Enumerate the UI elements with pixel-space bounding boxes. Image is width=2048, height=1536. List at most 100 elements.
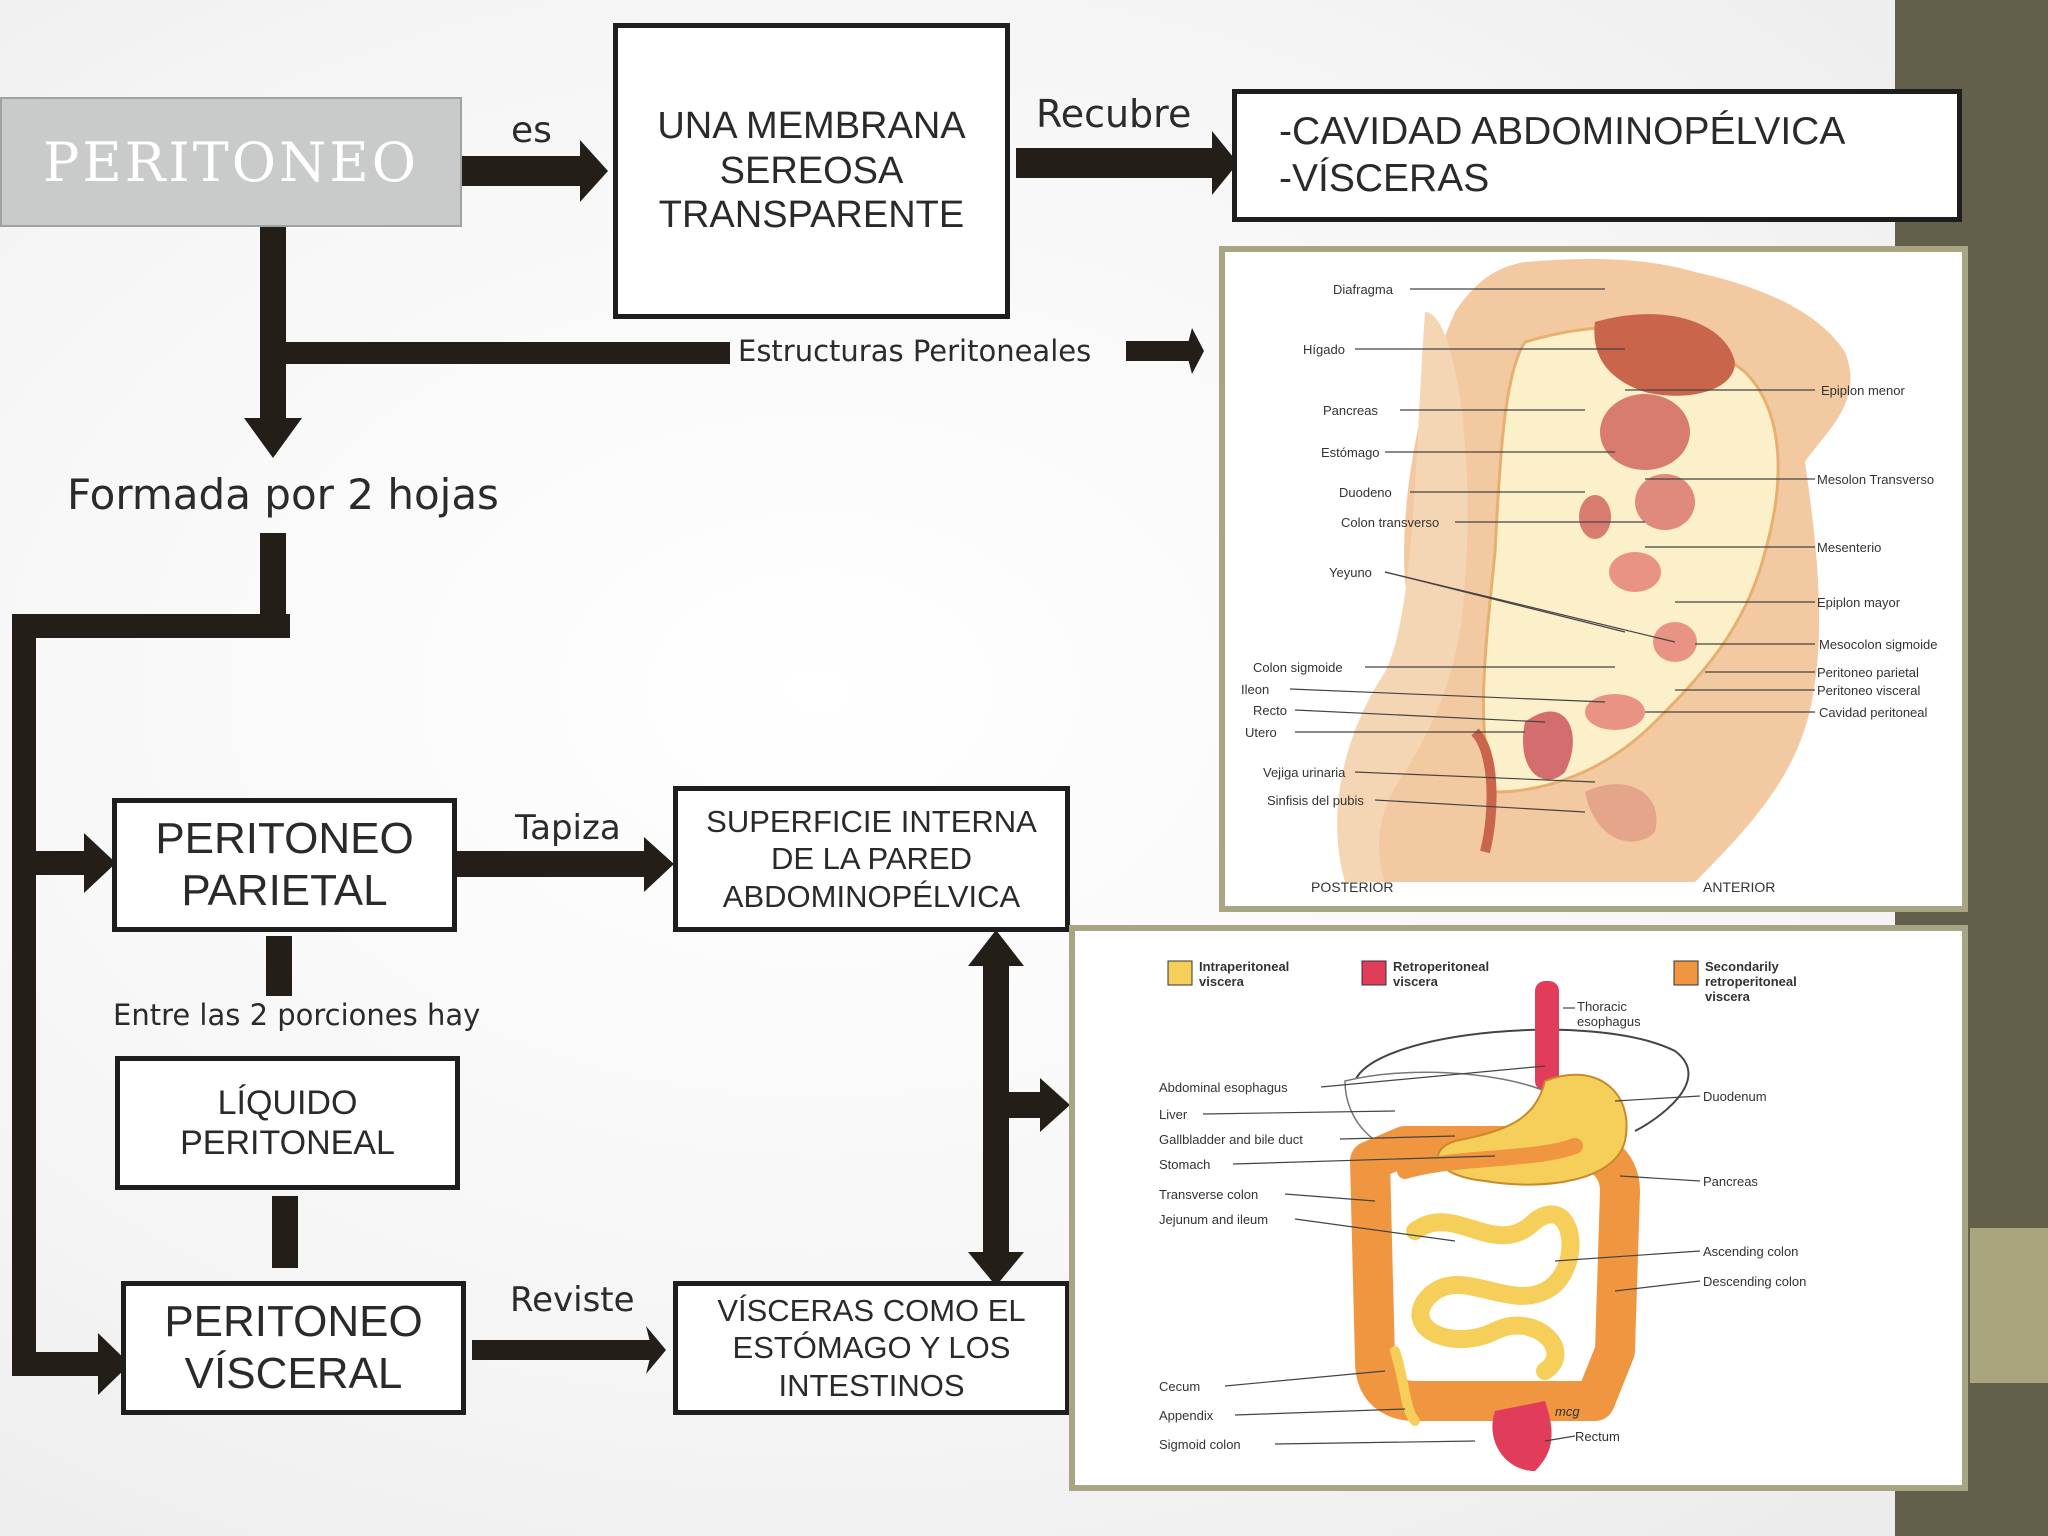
liquido-line-1: LÍQUIDO (217, 1083, 358, 1122)
fig1-label-epiplon-menor: Epiplon menor (1821, 383, 1905, 398)
arrow-tapiza-shaft (456, 851, 648, 877)
label-formada: Formada por 2 hojas (67, 470, 499, 519)
legend-sec-3: viscera (1705, 989, 1751, 1004)
arrow-parietal-shaft (30, 851, 86, 875)
arrow-es-head (580, 140, 608, 202)
fig1-label-colon-transverso: Colon transverso (1341, 515, 1439, 530)
fig2-label-jejunum: Jejunum and ileum (1159, 1212, 1268, 1227)
fig2-label-abdominal-esophagus: Abdominal esophagus (1159, 1080, 1288, 1095)
fig2-label-appendix: Appendix (1159, 1408, 1214, 1423)
parietal-line-2: PARIETAL (181, 866, 388, 915)
jejunum-ileum-shape (1406, 1205, 1580, 1380)
membrana-box: UNA MEMBRANA SEREOSA TRANSPARENTE (613, 23, 1010, 319)
fig2-right-labels: Thoracic esophagus Duodenum Pancreas Asc… (1575, 999, 1806, 1444)
cavidad-line-1: -CAVIDAD ABDOMINOPÉLVICA (1279, 110, 1846, 154)
visceras-line-2: ESTÓMAGO Y LOS (732, 1330, 1011, 1366)
label-recubre: Recubre (1036, 92, 1192, 136)
legend-swatch-retroperitoneal (1361, 960, 1387, 986)
visceral-box: PERITONEO VÍSCERAL (121, 1281, 466, 1415)
connector-parietal-down (266, 936, 292, 996)
fig1-label-vejiga: Vejiga urinaria (1263, 765, 1346, 780)
liquido-box: LÍQUIDO PERITONEAL (115, 1056, 460, 1190)
label-reviste: Reviste (510, 1280, 635, 1320)
connector-double-shaft (983, 958, 1009, 1258)
connector-estructuras (264, 342, 730, 364)
fig1-label-mesenterio: Mesenterio (1817, 540, 1881, 555)
fig2-label-descending-colon: Descending colon (1703, 1274, 1806, 1289)
fig1-label-diafragma: Diafragma (1333, 282, 1394, 297)
fig2-label-thoracic-1: Thoracic (1577, 999, 1627, 1014)
fig1-label-yeyuno: Yeyuno (1329, 565, 1372, 580)
legend-intra-1: Intraperitoneal (1199, 959, 1289, 974)
connector-peritoneo-down (260, 224, 286, 424)
fig1-label-epiplon-mayor: Epiplon mayor (1817, 595, 1901, 610)
figure-viscera-panel: Intraperitoneal viscera Retroperitoneal … (1069, 925, 1968, 1491)
arrow-reviste-shaft (472, 1340, 652, 1360)
fig1-label-mesolon: Mesolon Transverso (1817, 472, 1934, 487)
legend-sec-2: retroperitoneal (1705, 974, 1797, 989)
superficie-line-3: ABDOMINOPÉLVICA (722, 878, 1021, 914)
legend-retro-1: Retroperitoneal (1393, 959, 1489, 974)
arrow-visceral-shaft (30, 1352, 100, 1376)
fig1-label-utero: Utero (1245, 725, 1277, 740)
fig1-label-peritoneo-visceral: Peritoneo visceral (1817, 683, 1920, 698)
superficie-line-1: SUPERFICIE INTERNA (706, 804, 1037, 840)
ileum-shape (1585, 694, 1645, 730)
arrow-tapiza-head (644, 837, 674, 892)
cavidad-box: -CAVIDAD ABDOMINOPÉLVICA -VÍSCERAS (1232, 89, 1962, 222)
viscera-illustration: Intraperitoneal viscera Retroperitoneal … (1159, 959, 1806, 1471)
figure-sagittal-panel: Diafragma Hígado Pancreas Estómago Duode… (1219, 246, 1968, 912)
fig2-label-pancreas: Pancreas (1703, 1174, 1758, 1189)
fig2-left-labels: Abdominal esophagus Liver Gallbladder an… (1159, 1080, 1303, 1452)
fig2-label-duodenum: Duodenum (1703, 1089, 1767, 1104)
colon-frame (1350, 1126, 1640, 1421)
fig2-leader-lines (1202, 1007, 1701, 1445)
arrow-estructuras-shaft (1126, 341, 1196, 361)
fig1-label-higado: Hígado (1303, 342, 1345, 357)
label-tapiza: Tapiza (515, 808, 621, 848)
fig2-label-rectum: Rectum (1575, 1429, 1620, 1444)
fig2-label-liver: Liver (1159, 1107, 1188, 1122)
membrana-line-1: UNA MEMBRANA (657, 104, 966, 147)
parietal-line-1: PERITONEO (155, 814, 414, 864)
visceral-line-1: PERITONEO (164, 1297, 423, 1347)
liver-shape (1594, 314, 1735, 396)
superficie-box: SUPERFICIE INTERNA DE LA PARED ABDOMINOP… (673, 786, 1070, 932)
connector-formada-left (12, 614, 290, 638)
peritoneal-outline (1354, 1028, 1690, 1132)
fig2-label-ascending-colon: Ascending colon (1703, 1244, 1798, 1259)
fig1-label-recto: Recto (1253, 703, 1287, 718)
fig1-label-ileon: Ileon (1241, 682, 1269, 697)
fig2-signature: mcg (1555, 1404, 1580, 1419)
fig1-label-colon-sigmoide: Colon sigmoide (1253, 660, 1343, 675)
fig1-label-estomago: Estómago (1321, 445, 1380, 460)
label-estructuras: Estructuras Peritoneales (738, 334, 1092, 368)
fig1-label-pancreas: Pancreas (1323, 403, 1378, 418)
arrow-figure2-shaft (1009, 1092, 1043, 1118)
sagittal-illustration: Diafragma Hígado Pancreas Estómago Duode… (1241, 259, 1938, 895)
arrow-visceral-head (98, 1333, 130, 1395)
cavidad-line-2: -VÍSCERAS (1279, 156, 1490, 200)
fig2-label-cecum: Cecum (1159, 1379, 1200, 1394)
arrow-parietal-head (84, 833, 116, 893)
arrow-double-bottom-head (968, 1252, 1024, 1286)
rectum-shape (1471, 728, 1497, 854)
fig1-posterior: POSTERIOR (1311, 879, 1393, 895)
jejunum-shape-1 (1609, 552, 1661, 592)
membrana-line-2: SEREOSA (719, 149, 904, 192)
legend-retro-2: viscera (1393, 974, 1439, 989)
posterior-band (1337, 312, 1468, 882)
fig1-label-cavidad: Cavidad peritoneal (1819, 705, 1928, 720)
connector-left-rail (12, 614, 36, 1376)
arrow-recubre-shaft (1016, 148, 1216, 178)
superficie-line-2: DE LA PARED (770, 841, 972, 877)
stomach-shape (1600, 394, 1690, 470)
duodenum-shape (1579, 495, 1611, 539)
visceral-line-2: VÍSCERAL (184, 1349, 403, 1398)
arrow-recubre-head (1212, 131, 1238, 195)
arrow-estructuras-head (1186, 328, 1204, 374)
fig1-label-sinfisis: Sinfisis del pubis (1267, 793, 1364, 808)
fig1-label-duodeno: Duodeno (1339, 485, 1392, 500)
fig2-label-stomach: Stomach (1159, 1157, 1210, 1172)
